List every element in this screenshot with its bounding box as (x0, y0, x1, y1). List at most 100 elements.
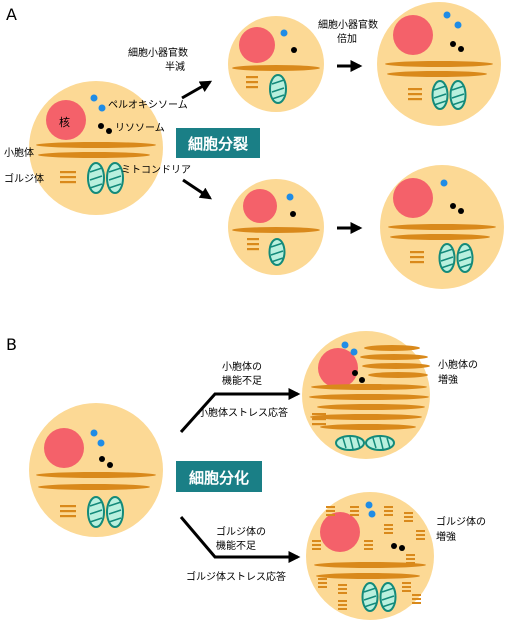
parent-cell-b (29, 403, 163, 537)
peroxisome (286, 193, 294, 201)
mitochondrion (335, 435, 365, 451)
arrow-lower (182, 178, 212, 200)
lysosome (458, 46, 464, 52)
lysosome (391, 543, 397, 549)
peroxisome-label: ペルオキシソーム (108, 99, 188, 111)
lysosome (450, 203, 456, 209)
golgi (60, 505, 76, 518)
nucleus-label: 核 (59, 115, 70, 129)
golgi-enhance-1: ゴルジ体の (436, 515, 486, 528)
er-enhance-2: 増強 (438, 373, 458, 386)
nucleus (320, 512, 360, 552)
er-band (309, 394, 429, 400)
nucleus (393, 15, 433, 55)
halve-label-1: 細胞小器官数 (128, 46, 188, 59)
mitochondrion (361, 582, 379, 612)
peroxisome (90, 429, 98, 437)
peroxisome (280, 29, 288, 37)
daughter-cell-top (228, 16, 324, 112)
er-band (362, 363, 430, 369)
mitochondrion (431, 80, 449, 110)
er-band (316, 573, 420, 579)
lysosome (359, 377, 365, 383)
golgi-stress-label: ゴルジ体ストレス応答 (186, 570, 286, 583)
er-enhanced-cell (302, 331, 430, 459)
golgi (408, 88, 422, 101)
er-band (368, 372, 428, 378)
er-band (232, 227, 320, 233)
lysosome (450, 41, 456, 47)
grown-cell-bottom (380, 165, 504, 289)
er-stress-label: 小胞体ストレス応答 (198, 406, 288, 419)
er-band (390, 234, 490, 240)
er-band (388, 224, 496, 230)
arrow-golgi-path (179, 516, 301, 563)
nucleus (243, 189, 277, 223)
peroxisome (454, 21, 462, 29)
er-band (38, 152, 150, 158)
lysosome-label: リソソーム (115, 122, 165, 134)
arrow-halve (181, 80, 213, 100)
peroxisome (440, 179, 448, 187)
golgi-cluster (312, 506, 425, 610)
lysosome (290, 211, 296, 217)
peroxisome (341, 341, 349, 349)
lysosome (399, 545, 405, 551)
lysosome (352, 370, 358, 376)
arrow-er-path (179, 388, 301, 434)
mitochondrion (106, 162, 124, 194)
mitochondrion (456, 243, 474, 273)
golgi (312, 413, 326, 426)
golgi (247, 238, 259, 251)
double-label-1: 細胞小器官数 (318, 18, 378, 31)
division-box: 細胞分裂 (176, 128, 260, 158)
mitochondrion (379, 582, 397, 612)
lysosome (291, 47, 297, 53)
er-band (314, 562, 426, 568)
golgi-deficit-1: ゴルジ体の (216, 525, 266, 538)
nucleus (44, 428, 84, 468)
golgi-label: ゴルジ体 (4, 172, 44, 185)
mitochondrion (438, 243, 456, 273)
peroxisome (368, 510, 376, 518)
golgi-deficit-2: 機能不足 (216, 539, 256, 552)
nucleus (318, 348, 358, 388)
er-band (387, 71, 487, 77)
parent-cell-a: 核 (29, 81, 163, 215)
grown-cell-top (377, 2, 501, 126)
er-band (311, 384, 427, 390)
er-band (317, 404, 425, 410)
svg-text:細胞分化: 細胞分化 (189, 469, 249, 487)
er-deficit-1: 小胞体の (222, 361, 262, 373)
mitochondrion (449, 80, 467, 110)
er-label: 小胞体 (4, 147, 34, 159)
panel-a-letter: A (6, 5, 17, 24)
mitochondrion (87, 496, 105, 528)
er-band (36, 472, 156, 478)
peroxisome (365, 501, 373, 509)
lysosome (98, 123, 104, 129)
er-band (385, 61, 493, 67)
er-deficit-2: 機能不足 (222, 374, 262, 387)
peroxisome (443, 11, 451, 19)
er-band (360, 354, 428, 360)
mitochondrion (365, 435, 395, 451)
golgi (246, 76, 258, 89)
svg-text:細胞分裂: 細胞分裂 (188, 135, 248, 153)
er-band (36, 142, 156, 148)
er-band (364, 345, 420, 351)
double-label-2: 倍加 (337, 32, 357, 45)
lysosome (106, 128, 112, 134)
lysosome (99, 456, 105, 462)
golgi (60, 171, 76, 184)
golgi-enhanced-cell (306, 492, 434, 620)
mitochondrion (87, 162, 105, 194)
lysosome (107, 462, 113, 468)
nucleus (239, 27, 275, 63)
panel-b-letter: B (6, 335, 17, 354)
er-band (232, 65, 320, 71)
daughter-cell-bottom (228, 179, 324, 275)
er-band (38, 484, 150, 490)
nucleus (46, 100, 86, 140)
nucleus (393, 178, 433, 218)
